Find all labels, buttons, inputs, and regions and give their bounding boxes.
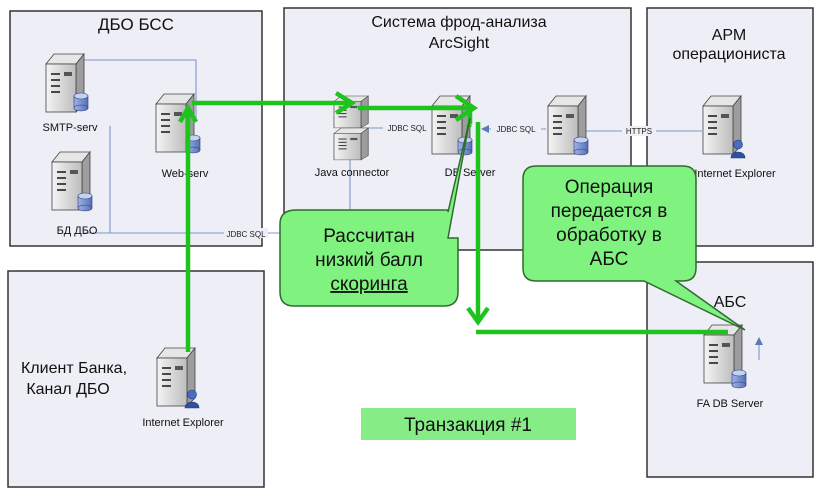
callout-low-score-line2: низкий балл <box>315 250 423 271</box>
jdbc-sql-label-3: JDBC SQL <box>496 125 536 134</box>
transaction-flow-arrowheads <box>178 91 490 326</box>
callout-operation-line2: передается в <box>551 201 668 222</box>
callout-low-score-line3: скоринга <box>330 274 408 295</box>
zone-client <box>7 270 265 488</box>
arm-workstation-icon <box>702 95 746 159</box>
transaction-label: Транзакция #1 <box>404 415 532 436</box>
callout-operation-line3: обработку в <box>556 225 662 246</box>
smtp-server-icon <box>45 53 89 113</box>
zone-title-abs: АБС <box>714 294 747 311</box>
arm-internet-explorer-label: Internet Explorer <box>694 168 776 180</box>
callout-operation-line4: АБС <box>590 249 629 270</box>
callout-low-score-line1: Рассчитан <box>323 226 414 247</box>
zone-title-arm-line1: АРМ <box>712 27 747 44</box>
fa-db-server-icon <box>703 324 747 389</box>
arcsight-console-server-icon <box>547 95 589 156</box>
callout-operation-transferred <box>522 165 746 331</box>
web-server-label: Web-serv <box>162 168 209 180</box>
zone-title-fraud-line2: ArcSight <box>429 35 490 52</box>
zone-title-dbo-bss: ДБО БСС <box>98 15 174 34</box>
zone-title-arm-line2: операциониста <box>672 46 785 63</box>
smtp-server-label: SMTP-serv <box>43 122 99 134</box>
db-server-label: DB Server <box>445 167 496 179</box>
transaction-label-bar <box>361 408 576 440</box>
fa-db-server-label: FA DB Server <box>697 398 764 410</box>
zone-title-client-line2: Канал ДБО <box>26 381 109 398</box>
https-label: HTTPS <box>626 127 652 136</box>
callout-operation-line1: Операция <box>565 177 654 198</box>
client-internet-explorer-label: Internet Explorer <box>142 417 224 429</box>
transaction-flow-arrows <box>185 100 728 352</box>
zone-title-fraud-line1: Система фрод-анализа <box>371 14 546 31</box>
callout-low-score <box>279 117 471 307</box>
jdbc-sql-label-1: JDBC SQL <box>226 230 266 239</box>
zone-title-client-line1: Клиент Банка, <box>21 360 127 377</box>
client-workstation-icon <box>156 347 200 409</box>
java-connector-label: Java connector <box>315 167 390 179</box>
bd-dbo-server-icon <box>51 151 93 212</box>
jdbc-sql-label-2: JDBC SQL <box>387 124 427 133</box>
bd-dbo-label: БД ДБО <box>57 225 98 237</box>
